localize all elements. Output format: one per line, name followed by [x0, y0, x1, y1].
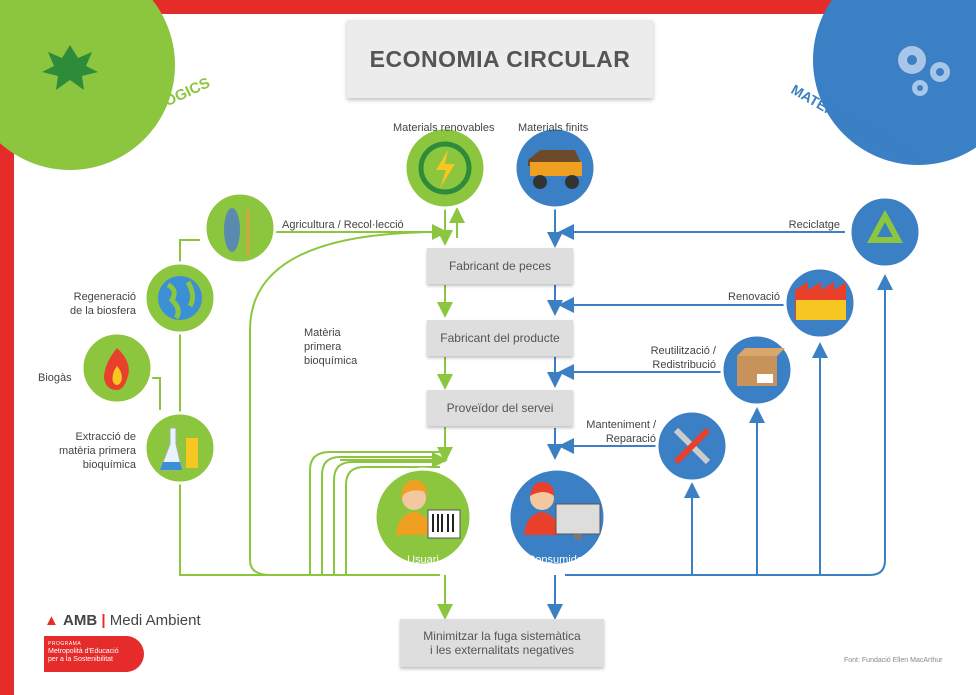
program-line-2: per a la Sostenibilitat [48, 656, 113, 663]
tech-corner-circle [813, 0, 976, 165]
label-extraction-3: bioquímica [82, 459, 136, 471]
label-reuse-2: Redistribució [652, 359, 716, 371]
label-consumer: Consumidor [527, 554, 587, 566]
label-agriculture: Agricultura / Recol·lecció [282, 219, 404, 231]
label-biochemical: Matèria primera bioquímica [304, 326, 357, 368]
fish-wheat-icon [203, 191, 277, 265]
source-note: Font: Fundació Ellen MacArthur [844, 657, 943, 664]
label-regeneration-1: Regeneració [73, 291, 136, 303]
red-frame-top [0, 0, 976, 14]
program-tag: PROGRAMA [48, 641, 82, 647]
label-reuse-1: Reutilització / [650, 345, 716, 357]
program-badge: PROGRAMA Metropolità d'Educació per a la… [44, 636, 144, 672]
tools-icon [655, 409, 729, 483]
leaf-icon [42, 45, 98, 90]
label-biochemical-2: primera [304, 341, 342, 353]
consumer-icon [507, 467, 607, 567]
label-biogas: Biogàs [38, 372, 72, 384]
renewable-materials-icon [403, 126, 487, 210]
title-box: ECONOMIA CIRCULAR [347, 20, 653, 98]
label-regeneration: Regeneració de la biosfera [66, 290, 136, 318]
label-reuse: Reutilització / Redistribució [612, 344, 716, 372]
label-renewable: Materials renovables [393, 122, 495, 134]
amb-medi-ambient: Medi Ambient [109, 612, 201, 629]
earth-icon [143, 261, 217, 335]
bottom-line-2: i les externalitats negatives [429, 643, 575, 657]
bio-corner-circle [0, 0, 175, 170]
label-extraction-1: Extracció de [75, 431, 136, 443]
bottom-line-1: Minimitzar la fuga sistemàtica [423, 629, 581, 643]
label-recycling: Reciclatge [788, 219, 840, 231]
label-biochemical-1: Matèria [304, 327, 341, 339]
flask-icon [143, 411, 217, 485]
label-extraction-2: matèria primera [58, 445, 136, 457]
red-frame-left [0, 0, 14, 695]
amb-logo-icon: ▲ [44, 612, 59, 629]
label-user: Usuari [407, 554, 439, 566]
recycle-icon [848, 195, 922, 269]
label-maintenance: Manteniment / Reparació [572, 418, 656, 446]
fire-icon [80, 331, 154, 405]
amb-logo: ▲ AMB | Medi Ambient [44, 612, 201, 629]
factory-icon [783, 266, 857, 340]
page-title: ECONOMIA CIRCULAR [369, 45, 631, 72]
label-regeneration-2: de la biosfera [69, 305, 136, 317]
label-renovation: Renovació [728, 291, 780, 303]
process-box-service-provider: Proveïdor del servei [427, 390, 573, 426]
label-finite: Materials finits [518, 122, 589, 134]
finite-materials-truck-icon [513, 126, 597, 210]
process-box-product-maker: Fabricant del producte [427, 320, 573, 356]
amb-logo-text: AMB [63, 612, 98, 629]
program-line-1: Metropolità d'Educació [48, 648, 119, 655]
process-box-parts-maker: Fabricant de peces [427, 248, 573, 284]
label-maintenance-2: Reparació [605, 433, 656, 445]
label-maintenance-1: Manteniment / [586, 419, 656, 431]
box-icon [720, 333, 794, 407]
label-extraction: Extracció de matèria primera bioquímica [56, 430, 136, 472]
label-biochemical-3: bioquímica [304, 355, 358, 367]
user-icon [373, 467, 473, 567]
